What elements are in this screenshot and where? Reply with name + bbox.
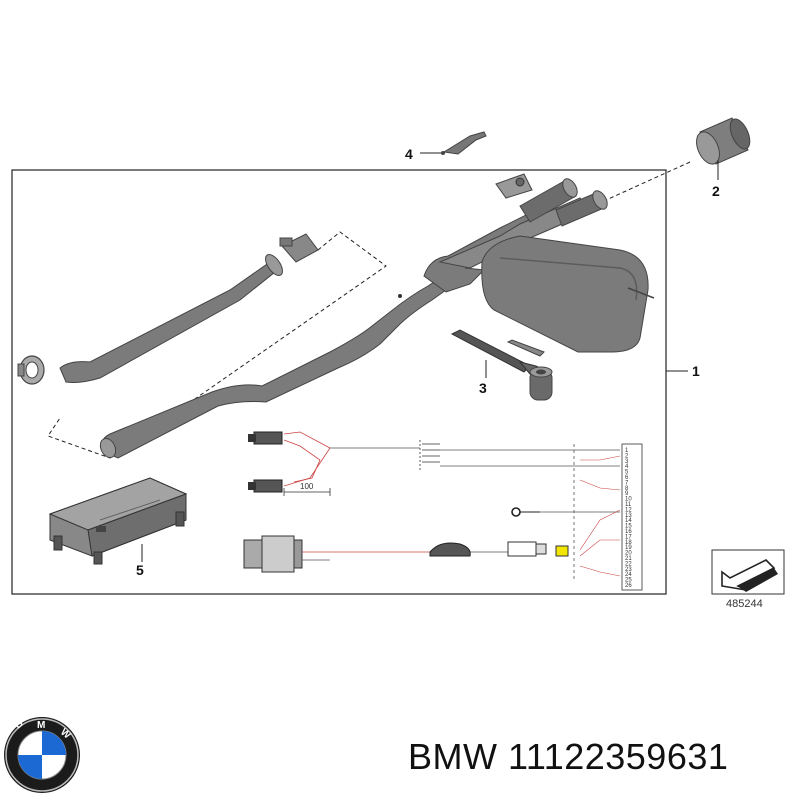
callout-5: 5 [136, 562, 144, 578]
pin-number: 11 [625, 502, 632, 508]
yellow-connector [555, 545, 569, 557]
pin-number: 20 [625, 551, 632, 557]
dashed-leader-2 [594, 161, 691, 206]
pin-number: 26 [625, 583, 632, 589]
pin-number: 15 [625, 524, 632, 530]
callout-3: 3 [479, 380, 487, 396]
pin-number: 1 [625, 448, 629, 454]
reference-symbol [711, 549, 785, 595]
callout-4: 4 [405, 146, 413, 162]
pin-number: 4 [625, 464, 629, 470]
pin-block [621, 443, 643, 591]
pin-number: 14 [625, 518, 632, 524]
diagram-frame [11, 169, 667, 595]
callout-2: 2 [712, 183, 720, 199]
dimension-label: 100 [300, 482, 314, 491]
part-3-hanger-strap [450, 329, 553, 401]
wiring-schematic: 100 [243, 431, 643, 591]
pin-number: 5 [625, 470, 629, 476]
pin-number: 8 [625, 486, 629, 492]
pin-number: 24 [625, 572, 632, 578]
pin-number: 10 [625, 497, 632, 503]
pin-number: 17 [625, 534, 632, 540]
dashed-assembly-outline [47, 231, 387, 459]
pin-number: 23 [625, 567, 632, 573]
svg-text:M: M [37, 720, 45, 731]
brand-part-number-line: BMW 11122359631 [408, 736, 728, 778]
pin-number: 19 [625, 545, 632, 551]
callout-1: 1 [692, 363, 700, 379]
reference-number: 485244 [726, 598, 763, 610]
pin-number: 21 [625, 556, 632, 562]
pin-number: 3 [625, 459, 629, 465]
pin-number: 7 [625, 480, 629, 486]
brand-name: BMW [408, 736, 498, 777]
bmw-logo: B M W [4, 717, 80, 793]
part-number: 11122359631 [508, 736, 729, 777]
pin-number: 12 [625, 507, 632, 513]
pin-number: 25 [625, 578, 632, 584]
front-pipe-segment [17, 233, 319, 385]
pin-number: 13 [625, 513, 632, 519]
pin-number: 6 [625, 475, 629, 481]
pin-number: 18 [625, 540, 632, 546]
pin-number: 9 [625, 491, 629, 497]
part-4-bracket [420, 131, 487, 155]
pin-number-list: 1234567891011121314151617181920212223242… [625, 448, 632, 589]
pin-number: 2 [625, 453, 629, 459]
pin-number: 16 [625, 529, 632, 535]
part-5-control-unit [48, 477, 188, 565]
part-1-main-pipe [99, 173, 655, 459]
part-2-tailpipe-tip [696, 117, 751, 165]
pin-number: 22 [625, 561, 632, 567]
